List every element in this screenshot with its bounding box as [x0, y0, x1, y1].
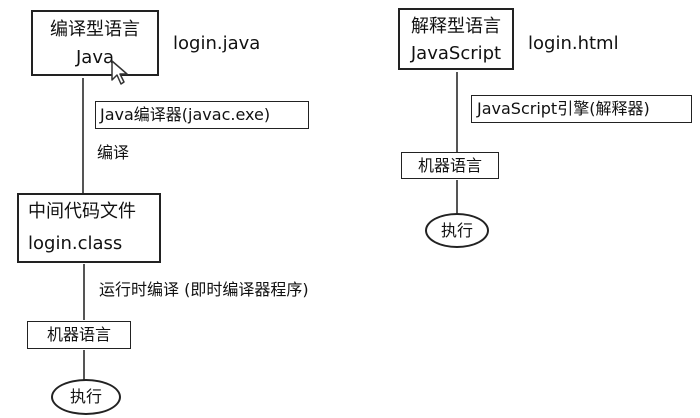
connector-line [82, 78, 84, 193]
left-execute-label: 执行 [69, 387, 102, 406]
right-machine-language-box: 机器语言 [401, 152, 499, 179]
javascript-engine-label: JavaScript引擎(解释器) [477, 99, 650, 118]
right-machine-language-label: 机器语言 [417, 156, 482, 175]
java-compiler-box: Java编译器(javac.exe) [95, 101, 309, 129]
compiled-language-name: Java [75, 47, 115, 68]
mouse-pointer-icon [111, 60, 131, 86]
right-execute-ellipse: 执行 [425, 213, 489, 248]
intermediate-code-title: 中间代码文件 [28, 201, 136, 222]
interpreted-language-box: 解释型语言 JavaScript [398, 8, 514, 70]
left-execute-ellipse: 执行 [51, 379, 121, 415]
right-execute-label: 执行 [440, 220, 473, 240]
left-machine-language-label: 机器语言 [46, 325, 111, 344]
compiled-language-box: 编译型语言 Java [31, 10, 159, 76]
left-machine-language-box: 机器语言 [27, 321, 131, 349]
connector-line [83, 264, 85, 320]
javascript-engine-box: JavaScript引擎(解释器) [471, 95, 692, 123]
java-file-label: login.java [173, 33, 261, 54]
compile-step-label: 编译 [97, 143, 130, 162]
interpreted-language-title: 解释型语言 [411, 16, 501, 37]
connector-line [456, 180, 458, 214]
java-compiler-label: Java编译器(javac.exe) [100, 105, 271, 124]
intermediate-code-box: 中间代码文件 login.class [17, 193, 161, 263]
interpreted-language-name: JavaScript [410, 43, 502, 64]
html-file-label: login.html [528, 33, 619, 54]
compiled-language-title: 编译型语言 [50, 19, 140, 40]
connector-line [456, 72, 458, 152]
class-file-label: login.class [28, 233, 123, 254]
connector-line [83, 350, 85, 380]
jit-compile-label: 运行时编译 (即时编译器程序) [99, 280, 309, 299]
